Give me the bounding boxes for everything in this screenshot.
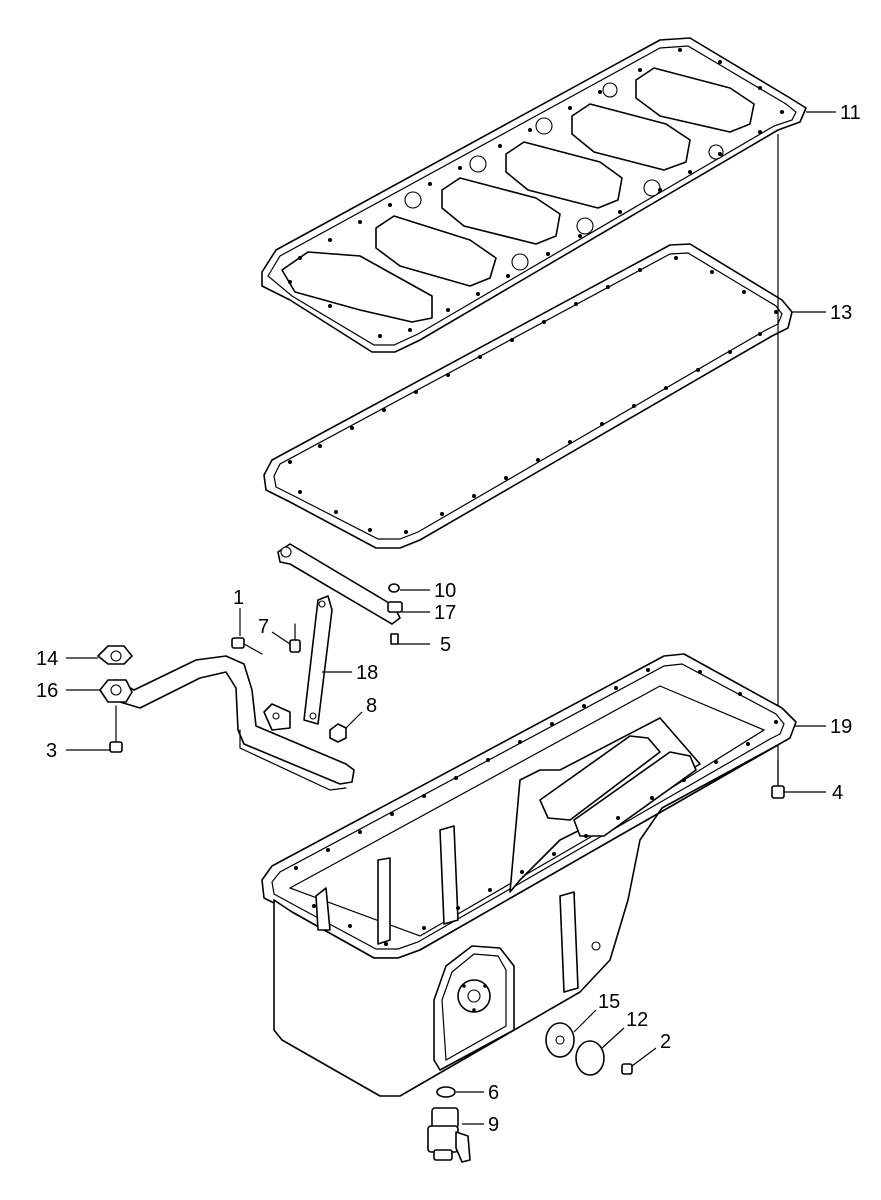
support-bracket-part-18 — [303, 595, 333, 725]
callout-18: 18 — [356, 662, 378, 684]
drain-valve-part-9 — [427, 1107, 471, 1163]
gasket-part-15 — [545, 1022, 575, 1058]
bolt-part-2 — [621, 1063, 633, 1075]
pan-gasket-part-13 — [263, 243, 793, 549]
callout-12: 12 — [626, 1009, 648, 1031]
callout-13: 13 — [830, 302, 852, 324]
tube-clamp — [263, 703, 291, 731]
oil-pan-part-19 — [261, 653, 797, 1097]
callout-14: 14 — [36, 648, 58, 670]
bolt-part-1 — [231, 637, 263, 655]
callout-17: 17 — [434, 602, 456, 624]
leader-lines — [66, 111, 836, 1125]
callout-7: 7 — [258, 616, 269, 638]
callout-2: 2 — [660, 1031, 671, 1053]
cover-part-12 — [575, 1040, 605, 1076]
nut-part-17-seat — [387, 601, 403, 613]
callout-3: 3 — [46, 740, 57, 762]
flange-part-16 — [99, 679, 133, 703]
nut-part-8 — [329, 723, 347, 743]
callout-10: 10 — [434, 580, 456, 602]
o-ring-part-6 — [436, 1086, 456, 1098]
callout-15: 15 — [598, 991, 620, 1013]
bolt-part-5 — [390, 633, 399, 645]
flange-gasket-part-14 — [97, 645, 133, 665]
bolt-part-7 — [289, 623, 301, 653]
callout-4: 4 — [832, 782, 843, 804]
callout-16: 16 — [36, 680, 58, 702]
callout-labels: 11 13 10 17 5 1 7 18 8 14 16 3 19 4 15 1… — [36, 102, 861, 1136]
bolt-part-3 — [109, 705, 123, 753]
callout-8: 8 — [366, 695, 377, 717]
strap-part-17 — [277, 543, 401, 625]
callout-6: 6 — [488, 1082, 499, 1104]
suction-tube — [107, 655, 355, 791]
callout-19: 19 — [830, 716, 852, 738]
callout-1: 1 — [233, 587, 244, 609]
callout-5: 5 — [440, 634, 451, 656]
spacer-part-10 — [388, 583, 400, 593]
bolt-part-4 — [771, 759, 785, 799]
callout-9: 9 — [488, 1114, 499, 1136]
gasket-plate-part-11 — [261, 37, 807, 353]
callout-11: 11 — [840, 102, 861, 124]
